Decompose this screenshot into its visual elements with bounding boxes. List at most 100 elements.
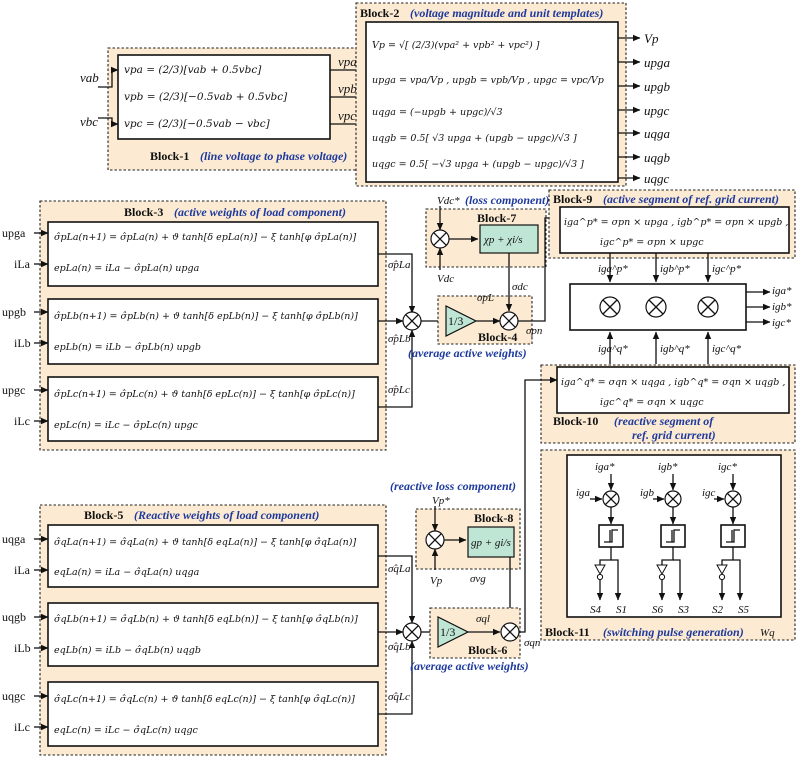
sigma-ql-label: σql	[476, 613, 490, 625]
block-9-equation-box	[559, 206, 790, 254]
wire-sigma-qn	[519, 376, 558, 633]
block-2: Block-2 (voltage magnitude and unit temp…	[355, 2, 671, 187]
block-3-title: Block-3	[124, 205, 163, 219]
block-3: Block-3 (active weights of load componen…	[2, 200, 416, 451]
block-5-in-ilb: iLb	[14, 641, 31, 655]
block-3-row-a-eq-weight: σ̂pLa(n+1) = σ̂pLa(n) + ϑ tanh[δ epLa(n)…	[54, 232, 356, 243]
block-5-row-c-box	[47, 681, 379, 747]
block-7: Vdc* (loss component) Block-7 Vdc χp + χ…	[425, 193, 549, 312]
block-9-title: Block-9	[553, 192, 592, 206]
block-7-desc: (loss component)	[465, 193, 549, 207]
igb-p-label: igb^p*	[660, 263, 690, 275]
upgc-out-label: upgc	[644, 103, 670, 118]
vbc-wire	[98, 117, 119, 128]
block-10-desc-1: (reactive segment of	[614, 414, 714, 428]
block-6-sum-cross	[503, 625, 517, 639]
block-5-title: Block-5	[84, 508, 123, 522]
sigma-dc-label: σdc	[512, 281, 528, 293]
pulse-ref-c-label: igc*	[718, 461, 737, 473]
block-6-gain-label: 1/3	[440, 625, 455, 639]
block-1-desc: (line voltage to phase voltage)	[200, 149, 347, 163]
block-1-title: Block-1	[150, 149, 189, 163]
block-4-sum-cross	[502, 314, 516, 328]
block-5-desc: (Reactive weights of load component)	[134, 508, 319, 522]
block-5-row-b-eq-weight: σ̂qLb(n+1) = σ̂qLb(n) + ϑ tanh[δ eqLb(n)…	[54, 614, 358, 625]
uqgc-out-label: uqgc	[644, 171, 670, 186]
block-5: Block-5 (Reactive weights of load compon…	[2, 504, 416, 756]
block-2-desc: (voltage magnitude and unit templates)	[410, 6, 603, 20]
hysteresis-c	[720, 524, 746, 548]
uqgb-out-label: uqgb	[644, 150, 671, 165]
block-7-pi-label: χp + χi/s	[483, 234, 523, 246]
block-11: Block-11 (switching pulse generation) Wq…	[540, 449, 796, 641]
block-5-row-a-eq-weight: σ̂qLa(n+1) = σ̂qLa(n) + ϑ tanh[δ eqLa(n)…	[54, 537, 356, 548]
active-sum-node	[402, 311, 422, 331]
wire-sigma-pla	[378, 253, 416, 314]
block-3-in-upgb: upgb	[2, 305, 26, 319]
block-1-equation-box	[117, 54, 331, 140]
block-4-gain	[445, 305, 478, 337]
block-3-row-b-eq-weight: σ̂pLb(n+1) = σ̂pLb(n) + ϑ tanh[δ epLb(n)…	[54, 311, 358, 322]
block-6-title: Block-6	[468, 643, 507, 657]
pulse-sum-b-cross	[666, 492, 680, 506]
vp-ref-label: Vp*	[432, 495, 450, 507]
block-3-in-ilb: iLb	[14, 336, 31, 350]
pulse-sum-a-cross	[604, 492, 618, 506]
block-5-row-a-eq-error: eqLa(n) = iLa − σ̂qLa(n) uqga	[54, 567, 200, 578]
not-gate-b	[656, 564, 668, 576]
block-8-pi	[467, 526, 515, 558]
block-9-desc: (active segment of ref. grid current)	[603, 192, 779, 206]
upga-out-label: upga	[644, 55, 671, 70]
block-8-title: Block-8	[474, 511, 513, 525]
sigma-pl-label: σpL	[477, 292, 494, 304]
block-11-title: Block-11	[545, 625, 590, 639]
block-4-title: Block-4	[478, 330, 517, 344]
not-gate-c-bubble	[718, 573, 726, 581]
sigma-plc-label: σ̂pLc	[388, 384, 410, 396]
vpa-label: vpa	[338, 54, 357, 69]
block-1: vpa = (2/3)[vab + 0.5vbc] vpb = (2/3)[−0…	[80, 47, 367, 171]
input-vbc-label: vbc	[80, 114, 98, 129]
wire-hyst-a	[599, 547, 612, 565]
block-1-eq-vpa: vpa = (2/3)[vab + 0.5vbc]	[124, 64, 262, 76]
reference-sum-bank	[569, 283, 747, 331]
switch-s4: S4	[590, 604, 602, 616]
block-5-in-uqgb: uqgb	[2, 610, 26, 624]
wire-hyst-b	[661, 547, 674, 565]
block-5-row-b-eq-error: eqLb(n) = iLb − σ̂qLb(n) uqgb	[54, 645, 201, 656]
pulse-meas-c-label: igc	[702, 487, 716, 499]
pulse-meas-a-label: iga	[576, 487, 591, 499]
block-5-in-ila: iLa	[14, 563, 31, 577]
iga-ref-label: iga*	[772, 285, 792, 297]
block-5-row-c-eq-error: eqLc(n) = iLc − σ̂qLc(n) uqgc	[54, 725, 199, 736]
block-10-eq2: igc^q* = σqn × uqgc	[600, 397, 704, 408]
block-3-row-a-box	[47, 221, 379, 287]
iga-q-label: iga^q*	[598, 343, 628, 355]
block-9-eq2: igc^p* = σpn × upgc	[600, 237, 704, 248]
vpb-label: vpb	[338, 81, 357, 96]
wire-sigma-plc	[378, 329, 416, 408]
block-5-in-uqga: uqga	[2, 532, 26, 546]
pulse-meas-b-label: igb	[640, 487, 655, 499]
block-3-in-ila: iLa	[14, 257, 31, 271]
iga-p-label: iga^p*	[598, 263, 628, 275]
block-10-title: Block-10	[553, 414, 598, 428]
not-gate-b-bubble	[658, 573, 666, 581]
sigma-qla-label: σ̂qLa	[388, 563, 411, 575]
block-3-desc: (active weights of load component)	[174, 205, 346, 219]
switch-s3: S3	[678, 604, 690, 616]
block-5-row-b-box	[47, 602, 379, 667]
block-6-desc: (average active weights)	[410, 659, 529, 673]
sigma-plb-label: σ̂pLb	[388, 333, 411, 345]
wire-sigma-qla	[378, 555, 416, 624]
block-3-row-c-eq-error: epLc(n) = iLc − σ̂pLc(n) upgc	[54, 420, 199, 431]
block-7-title: Block-7	[477, 211, 516, 225]
block-3-row-a-eq-error: epLa(n) = iLa − σ̂pLa(n) upga	[54, 263, 200, 274]
vp-label: Vp	[430, 575, 443, 587]
block-6: 1/3 σql Block-6 (average active weights)…	[410, 607, 541, 673]
igb-ref-label: igb*	[772, 301, 792, 313]
wire-s1	[611, 559, 622, 601]
block-4-desc: (average active weights)	[408, 346, 527, 360]
sigma-vg-label: σvg	[470, 573, 486, 585]
switch-s6: S6	[652, 604, 664, 616]
